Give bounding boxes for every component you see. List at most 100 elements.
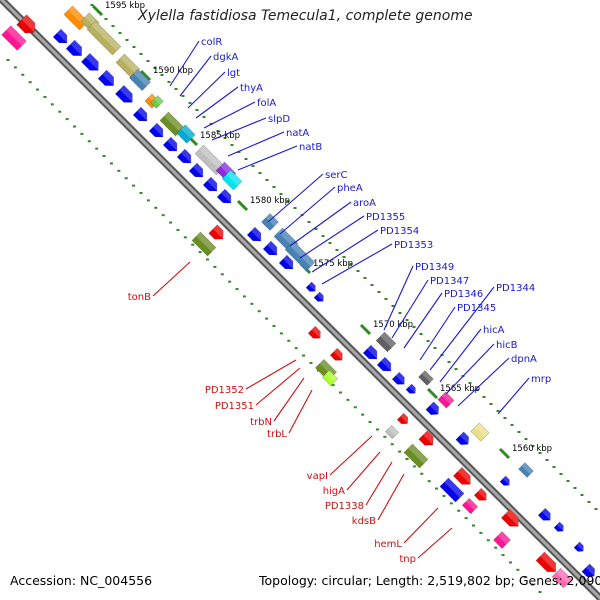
tick-mark: 1585 kbp <box>186 131 240 147</box>
ring-dot <box>251 165 255 167</box>
gene-label: kdsB <box>352 516 376 527</box>
ring-dot <box>464 517 468 520</box>
reverse-gene-label: PD1352 <box>205 359 297 396</box>
forward-gene-label: folA <box>203 98 276 129</box>
ring-dot <box>457 509 461 512</box>
ring-dot <box>111 25 115 27</box>
ring-dot <box>420 472 424 475</box>
ring-dot <box>279 193 283 195</box>
reverse-gene <box>329 347 343 361</box>
reverse-gene <box>396 412 409 425</box>
gene-label: dpnA <box>511 354 537 365</box>
ring-dot <box>117 169 121 172</box>
reverse-gene-label: vapI <box>307 435 373 482</box>
forward-gene <box>362 344 378 360</box>
tick-label: 1580 kbp <box>250 196 290 206</box>
forward-gene <box>262 240 278 256</box>
ring-dot <box>503 417 507 419</box>
ring-dot <box>80 132 84 135</box>
gene-label: hicA <box>483 325 505 336</box>
reverse-gene <box>452 466 471 485</box>
ring-dot <box>235 288 239 291</box>
ring-dot <box>331 384 335 387</box>
ring-dot <box>479 531 483 534</box>
forward-gene <box>202 176 218 192</box>
forward-gene-label: hicA <box>439 325 505 383</box>
forward-gene <box>97 69 114 86</box>
gene-label: dgkA <box>213 52 238 63</box>
ring-dot <box>223 137 227 139</box>
ring-dot <box>384 298 388 300</box>
forward-gene <box>80 52 99 71</box>
tick-label: 1590 kbp <box>153 66 193 76</box>
gene-label: aroA <box>353 198 376 209</box>
tick-mark: 1590 kbp <box>139 66 193 82</box>
ring-dot <box>573 487 577 489</box>
ring-dot <box>398 450 402 453</box>
tick-mark: 1565 kbp <box>426 384 480 400</box>
ring-dot <box>90 4 94 6</box>
ring-dot <box>435 487 439 490</box>
forward-gene <box>159 111 185 137</box>
forward-gene-label: PD1347 <box>391 276 469 339</box>
forward-gene <box>278 254 294 270</box>
forward-gene <box>553 521 564 532</box>
gene-label: slpD <box>268 114 290 125</box>
gene-label: serC <box>325 170 347 181</box>
ring-dot <box>531 445 535 447</box>
forward-gene <box>176 148 192 164</box>
forward-gene <box>162 136 178 152</box>
ring-dot <box>419 333 423 335</box>
tick-mark: 1560 kbp <box>498 444 552 460</box>
tick-label: 1570 kbp <box>373 320 413 330</box>
forward-gene <box>455 431 470 446</box>
forward-gene <box>376 356 392 372</box>
ring-dot <box>242 295 246 298</box>
forward-gene-label: thyA <box>195 83 263 119</box>
forward-gene <box>148 122 164 138</box>
forward-gene <box>405 383 416 394</box>
forward-gene <box>437 391 455 409</box>
ring-dot <box>363 277 367 279</box>
ring-dot <box>272 186 276 188</box>
ring-dot <box>531 583 535 586</box>
gene-label: lgt <box>227 68 240 79</box>
topology-text: Topology: circular; Length: 2,519,802 bp… <box>259 573 600 588</box>
ring-dot <box>132 46 136 48</box>
gene-label: natB <box>299 142 322 153</box>
gene-label: PD1338 <box>325 501 364 512</box>
ring-dot <box>307 221 311 223</box>
forward-gene-label: natB <box>237 142 322 171</box>
forward-gene <box>52 28 68 44</box>
gene-label: pheA <box>337 183 363 194</box>
tick-label: 1595 kbp <box>105 1 145 11</box>
ring-dot <box>516 568 520 571</box>
ring-dot <box>383 435 387 438</box>
ring-dot <box>139 192 143 194</box>
forward-gene <box>375 331 397 353</box>
forward-gene-label: slpD <box>211 114 290 141</box>
reverse-gene-label: trbL <box>267 389 313 440</box>
gene-label: PD1344 <box>496 283 535 294</box>
reverse-gene <box>551 567 573 589</box>
ring-dot <box>293 207 297 209</box>
inner-dotted-ring <box>6 59 542 593</box>
ring-dot <box>118 32 122 34</box>
tick-mark: 1595 kbp <box>91 1 145 17</box>
forward-gene <box>216 188 232 204</box>
ring-dot <box>21 73 25 76</box>
ring-dot <box>257 310 261 313</box>
forward-gene <box>194 144 226 176</box>
ring-dot <box>6 59 10 61</box>
forward-gene-label: PD1346 <box>403 289 483 349</box>
gene-label: PD1347 <box>430 276 469 287</box>
outer-dotted-ring <box>90 4 598 510</box>
gene-label: folA <box>257 98 276 109</box>
forward-gene-label: dpnA <box>457 354 537 407</box>
tick-mark: 1570 kbp <box>359 320 413 336</box>
forward-gene <box>114 84 133 103</box>
ring-dot <box>272 325 276 327</box>
forward-gene-label: PD1349 <box>383 262 454 331</box>
ring-dot <box>508 561 512 564</box>
